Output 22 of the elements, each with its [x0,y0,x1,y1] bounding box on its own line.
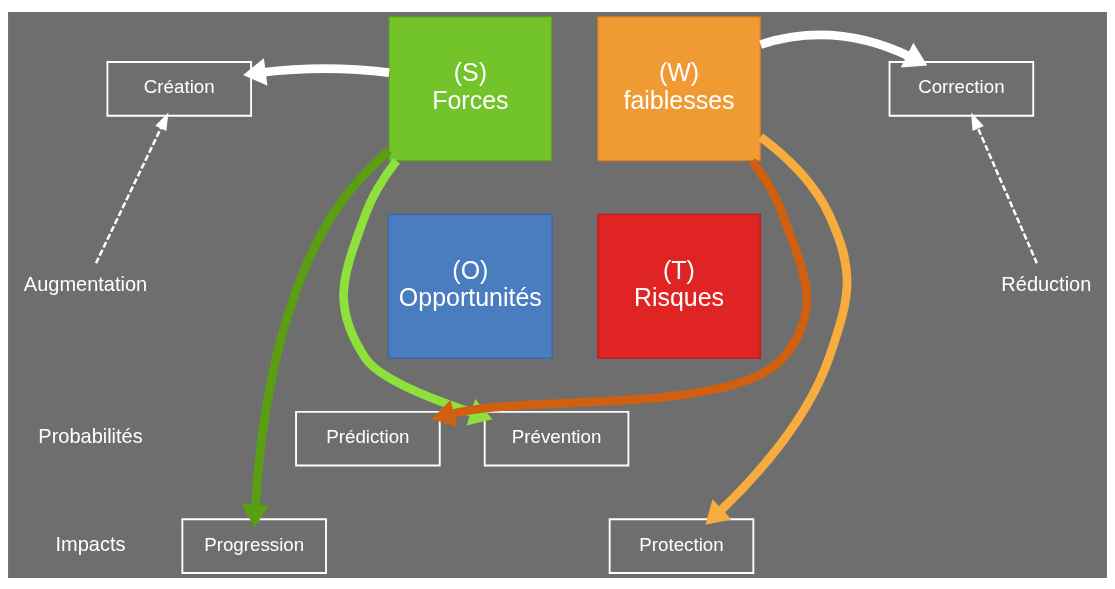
node-box: (O) Opportunités [387,213,553,359]
arrow [241,146,392,527]
node-box: Protection [608,517,755,574]
node-text: Réduction [1001,272,1092,295]
node-box: Prévention [483,410,630,466]
node-box: (W) faiblesses [597,15,761,161]
node-box: (T) Risques [597,213,761,359]
arrow [243,57,390,86]
arrow [94,112,169,264]
node-box: (S) Forces [388,15,553,161]
arrow [971,112,1038,264]
arrow [431,157,812,427]
label: Impacts [55,532,126,555]
node-box: Création [106,60,252,117]
arrow [759,30,928,68]
node-box: Prédiction [295,410,441,466]
label: Probabilités [38,424,143,447]
node-box: Progression [181,517,327,574]
arrow [339,157,493,425]
arrow [705,133,852,525]
node-box: Correction [888,60,1035,117]
node-text: Augmentation [23,272,148,295]
